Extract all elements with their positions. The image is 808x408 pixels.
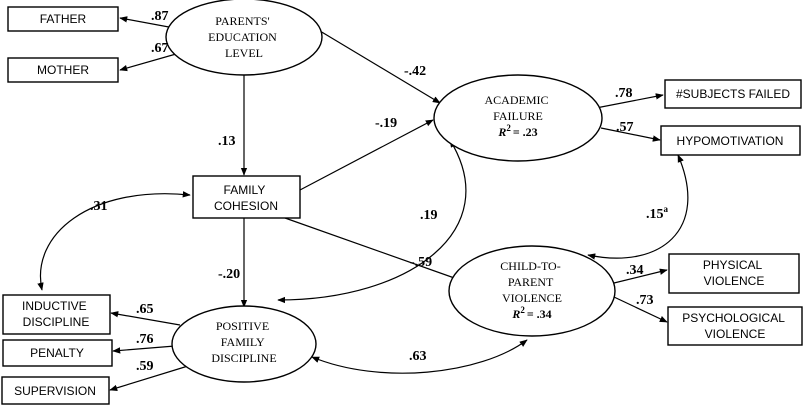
- psych-line-2: VIOLENCE: [705, 327, 766, 341]
- cpv-r2: R2= .34: [511, 305, 551, 321]
- edge-pfd-supervision: [109, 365, 189, 391]
- coef-pfd-inductive: .65: [136, 302, 154, 317]
- coef-academic-positive: .19: [420, 208, 438, 223]
- node-family-cohesion: FAMILY COHESION: [192, 175, 301, 219]
- svg-text:INDUCTIVE DISCIPLINE: INDUCTIVE DISCIPLINE: [22, 299, 90, 329]
- coef-cohesion-positive: -.20: [218, 267, 240, 282]
- cohesion-line-1: FAMILY: [224, 183, 266, 197]
- pel-line-2: EDUCATION: [208, 30, 277, 44]
- edge-academic-subjects: [595, 93, 664, 109]
- node-hypomotivation: HYPOMOTIVATION: [660, 125, 801, 156]
- node-father: FATHER: [7, 6, 119, 32]
- hypo-label: HYPOMOTIVATION: [677, 134, 784, 148]
- edge-academic-positive-corr: [277, 139, 467, 304]
- edge-cohesion-cpv: [284, 217, 461, 281]
- pfd-line-2: FAMILY: [221, 335, 265, 349]
- svg-text:FAMILY COHESION: FAMILY COHESION: [214, 183, 278, 213]
- coef-cohesion-cpv: -.59: [410, 255, 432, 270]
- edge-academic-hypo: [600, 127, 661, 142]
- node-child-to-parent-violence: CHILD-TO- PARENT VIOLENCE R2= .34: [448, 245, 616, 337]
- coef-cohesion-academic: -.19: [375, 116, 397, 131]
- cohesion-line-2: COHESION: [214, 199, 278, 213]
- edges: [37, 16, 689, 391]
- edge-cpv-physical: [613, 268, 668, 284]
- mother-label: MOTHER: [37, 63, 89, 77]
- subjects-label: #SUBJECTS FAILED: [676, 87, 790, 101]
- edge-pfd-penalty: [112, 345, 176, 354]
- coefficients: .87 .67 -.42 .13 -.19 .78 .57 .31 .19 .1…: [90, 9, 669, 374]
- pfd-line-3: DISCIPLINE: [211, 351, 276, 365]
- coef-pel-academic: -.42: [404, 64, 426, 79]
- coef-pfd-cpv: .63: [409, 349, 427, 364]
- edge-cohesion-inductive-corr: [37, 191, 191, 291]
- coef-pel-mother: .67: [151, 41, 169, 56]
- svg-text:ACADEMIC FAILURE: ACADEMIC FAILURE: [484, 93, 551, 123]
- node-subjects-failed: #SUBJECTS FAILED: [664, 79, 802, 109]
- father-label: FATHER: [40, 12, 87, 26]
- edge-hypo-cpv-corr: [587, 154, 689, 260]
- node-inductive-discipline: INDUCTIVE DISCIPLINE: [2, 294, 111, 335]
- node-psychological-violence: PSYCHOLOGICAL VIOLENCE: [667, 306, 803, 346]
- pfd-line-1: POSITIVE: [216, 319, 269, 333]
- supervision-label: SUPERVISION: [14, 384, 96, 398]
- node-positive-family-discipline: POSITIVE FAMILY DISCIPLINE: [171, 305, 317, 383]
- edge-cohesion-academic: [299, 119, 434, 191]
- node-mother: MOTHER: [7, 57, 119, 83]
- physical-line-1: PHYSICAL: [703, 258, 763, 272]
- coef-cpv-physical: .34: [626, 263, 644, 278]
- node-supervision: SUPERVISION: [1, 376, 110, 405]
- coef-pel-father: .87: [151, 9, 169, 24]
- node-penalty: PENALTY: [2, 339, 113, 367]
- cpv-line-1: CHILD-TO-: [500, 259, 560, 273]
- edge-pfd-cpv-corr: [311, 339, 528, 374]
- coef-cpv-psych: .73: [636, 293, 654, 308]
- coef-pel-cohesion: .13: [218, 134, 236, 149]
- psych-line-1: PSYCHOLOGICAL: [682, 311, 785, 325]
- inductive-line-1: INDUCTIVE: [22, 299, 87, 313]
- coef-hypo-cpv: .15a: [646, 204, 669, 222]
- coef-pfd-supervision: .59: [136, 359, 154, 374]
- academic-line-1: ACADEMIC: [484, 93, 548, 107]
- pel-line-3: LEVEL: [225, 46, 263, 60]
- edge-cpv-psych: [613, 296, 668, 323]
- penalty-label: PENALTY: [30, 346, 84, 360]
- coef-pfd-penalty: .76: [136, 332, 154, 347]
- svg-text:PSYCHOLOGICAL VIOLENCE: PSYCHOLOGICAL VIOLENCE: [682, 311, 788, 341]
- node-physical-violence: PHYSICAL VIOLENCE: [668, 253, 800, 294]
- coef-academic-hypo: .57: [616, 120, 634, 135]
- svg-text:PHYSICAL VIOLENCE: PHYSICAL VIOLENCE: [703, 258, 765, 288]
- coef-cohesion-inductive: .31: [90, 199, 108, 214]
- node-academic-failure: ACADEMIC FAILURE R2= .23: [433, 74, 603, 162]
- node-parents-education: PARENTS' EDUCATION LEVEL: [165, 0, 323, 76]
- academic-r2: R2= .23: [497, 123, 537, 139]
- edge-pfd-inductive: [110, 311, 181, 326]
- edge-pel-academic: [304, 21, 441, 104]
- physical-line-2: VIOLENCE: [704, 274, 765, 288]
- academic-line-2: FAILURE: [493, 109, 543, 123]
- svg-text:POSITIVE FAMILY DI: POSITIVE FAMILY DISCIPLINE: [211, 319, 276, 365]
- svg-text:PARENTS' EDUCATION: PARENTS' EDUCATION LEVEL: [208, 14, 280, 60]
- coef-academic-subjects: .78: [615, 86, 633, 101]
- svg-text:CHILD-TO- PARENT V: CHILD-TO- PARENT VIOLENCE: [500, 259, 563, 305]
- cpv-line-3: VIOLENCE: [502, 291, 562, 305]
- cpv-line-2: PARENT: [508, 275, 554, 289]
- inductive-line-2: DISCIPLINE: [23, 315, 90, 329]
- pel-line-1: PARENTS': [215, 14, 269, 28]
